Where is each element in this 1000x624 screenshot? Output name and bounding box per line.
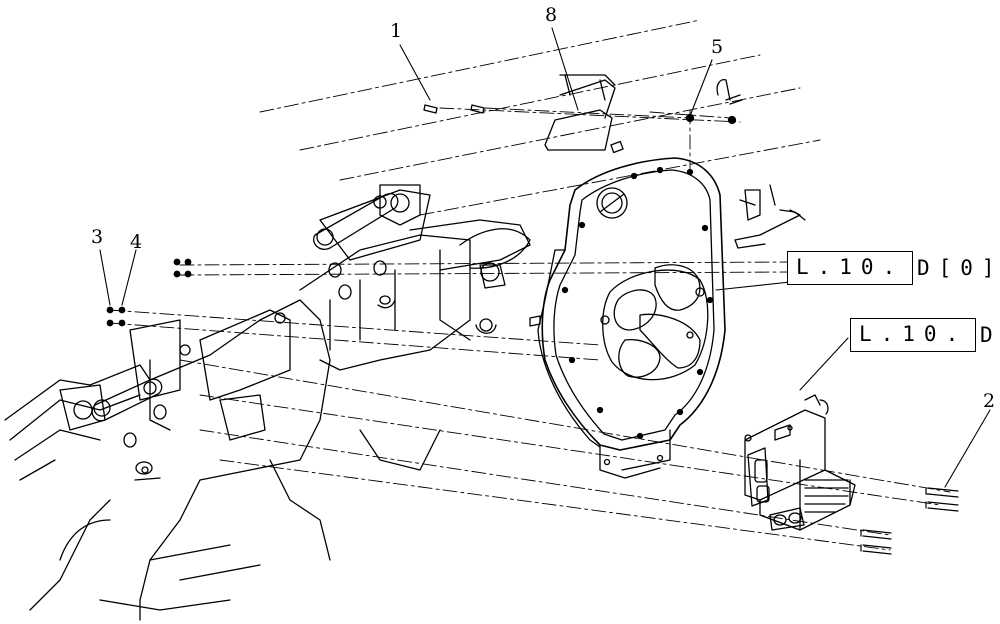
- hardware-part-5: [685, 79, 806, 249]
- reference-suffix-lower: D: [980, 323, 1000, 347]
- lever-arms: [59, 184, 506, 431]
- reference-box-upper: L.10.: [787, 251, 914, 285]
- control-module: [744, 394, 856, 531]
- nut-set-3-4: [106, 258, 192, 327]
- callout-1: 1: [390, 20, 403, 42]
- leader-lines: [99, 27, 991, 488]
- reference-suffix-upper: D[0]: [917, 256, 1000, 280]
- callout-3: 3: [91, 226, 104, 248]
- assembly-centerlines: [109, 19, 951, 551]
- bolt-set-2: [860, 487, 959, 555]
- bolt-set-1: [423, 104, 485, 114]
- bracket-part-8: [544, 74, 624, 154]
- frame-bosses: [123, 260, 497, 481]
- frame-assembly: [4, 189, 531, 621]
- reference-box-lower: L.10.: [850, 318, 977, 352]
- callout-8: 8: [545, 4, 558, 26]
- callout-5: 5: [711, 36, 724, 58]
- blower-housing: [529, 157, 726, 479]
- callout-2: 2: [983, 390, 996, 412]
- callout-4: 4: [130, 231, 143, 253]
